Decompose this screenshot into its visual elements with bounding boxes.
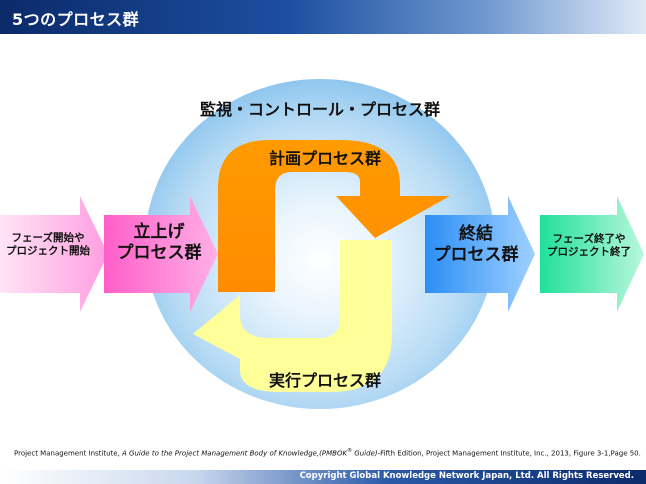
initiating-label-line2: プロセス群 — [116, 243, 202, 264]
citation-book-title: A Guide to the Project Management Body o… — [122, 449, 348, 458]
phase-end-label-line1: フェーズ終了や — [552, 233, 626, 245]
closing-arrow — [425, 196, 535, 312]
planning-arrow — [218, 140, 450, 292]
citation-author: Project Management Institute, — [14, 449, 123, 458]
initiating-label-line1: 立上げ — [133, 222, 185, 242]
phase-end-label-line2: プロジェクト終了 — [547, 246, 631, 259]
phase-end-label: フェーズ終了や プロジェクト終了 — [537, 233, 641, 259]
phase-start-label-line2: プロジェクト開始 — [6, 245, 90, 258]
footer-bar: Copyright Global Knowledge Network Japan… — [0, 470, 646, 484]
slide-title: 5つのプロセス群 — [12, 10, 140, 29]
citation-guide: Guide) — [352, 449, 378, 458]
title-bar: 5つのプロセス群 — [0, 0, 646, 34]
initiating-arrow — [104, 196, 218, 312]
copyright-text: Copyright Global Knowledge Network Japan… — [299, 471, 634, 481]
phase-end-arrow — [540, 196, 644, 312]
closing-label: 終結 プロセス群 — [420, 224, 532, 267]
initiating-label: 立上げ プロセス群 — [103, 222, 215, 265]
citation-registered-mark: ® — [347, 448, 353, 454]
planning-label: 計画プロセス群 — [268, 149, 381, 168]
closing-label-line1: 終結 — [459, 224, 493, 244]
phase-start-arrow — [0, 196, 108, 312]
executing-label: 実行プロセス群 — [268, 371, 381, 390]
monitoring-control-label: 監視・コントロール・プロセス群 — [199, 100, 440, 119]
citation: Project Management Institute, A Guide to… — [14, 448, 641, 458]
phase-start-label-line1: フェーズ開始や — [11, 232, 85, 244]
executing-arrow — [193, 240, 392, 392]
closing-label-line2: プロセス群 — [433, 245, 519, 266]
phase-start-label: フェーズ開始や プロジェクト開始 — [0, 232, 96, 258]
citation-details: -Fifth Edition, Project Management Insti… — [377, 449, 641, 458]
